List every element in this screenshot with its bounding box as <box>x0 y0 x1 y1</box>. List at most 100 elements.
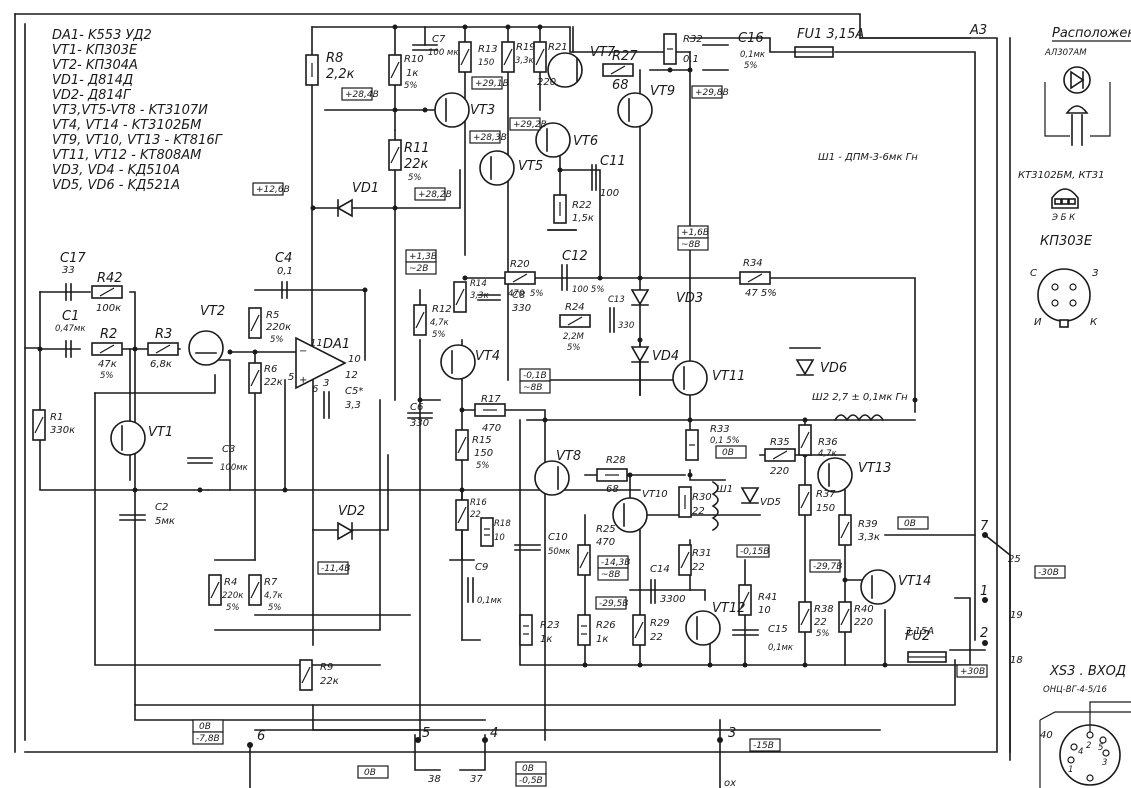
resistor-r2 <box>91 342 123 356</box>
label-text: R14 <box>470 279 487 289</box>
diode-vd3 <box>630 289 650 306</box>
label-text: VT1 <box>148 425 173 440</box>
resistor-r13 <box>458 41 472 73</box>
label-text: 5% <box>744 61 758 71</box>
label-text: R11 <box>404 141 430 156</box>
label-text: ~8В <box>523 383 542 393</box>
label-text: 470 <box>508 289 524 299</box>
label-text: R21 <box>548 42 568 53</box>
resistor-r21 <box>533 41 547 73</box>
tag-v-pin1: -30В <box>1034 565 1066 579</box>
label-text: 0В <box>522 764 534 774</box>
capacitor-c7 <box>412 44 438 51</box>
resistor-r29 <box>632 614 646 646</box>
label-text: R25 <box>596 524 616 535</box>
label-text: 220 <box>770 466 789 477</box>
capacitor-c2 <box>119 514 146 521</box>
label-text: R13 <box>478 44 498 55</box>
tag-v-r31: -0,15В <box>736 544 770 558</box>
tag-v-vt5: +28,2В <box>414 187 452 201</box>
label-text: -29,5В <box>599 599 628 609</box>
inductors <box>711 414 885 532</box>
label-text: 0,1мк <box>768 643 794 653</box>
tag-v-r13: +29,1В <box>471 76 509 90</box>
label-text: 5 <box>422 726 430 741</box>
diode-vd5 <box>740 487 760 504</box>
label-text: 68 <box>612 78 629 93</box>
resistor-r42 <box>91 285 123 299</box>
label-text: 7 <box>980 519 989 534</box>
label-text: C17 <box>60 251 86 266</box>
label-text: И <box>1034 317 1042 328</box>
label-text: R26 <box>596 620 616 631</box>
transistor-vt12 <box>685 610 721 646</box>
resistor-r36 <box>798 424 812 456</box>
label-text: R8 <box>326 51 343 66</box>
label-text: +29,8В <box>695 88 729 98</box>
tag-v-r25: -14,3В~8В <box>597 555 630 581</box>
transistor-vt4 <box>440 344 476 380</box>
label-text: 4 <box>1078 747 1083 757</box>
tag-v-c14: -29,5В <box>595 596 628 610</box>
resistor-r4 <box>208 574 222 606</box>
label-text: 1к <box>596 634 608 645</box>
tag-v-r39: 0В <box>897 516 929 530</box>
capacitor-c10 <box>514 544 541 551</box>
label-text: А3 <box>969 23 987 38</box>
label-text: +28,2В <box>418 190 452 200</box>
tag-v-vt3: +28,3В <box>469 130 507 144</box>
label-text: 47 5% <box>745 288 777 299</box>
capacitor-c8 <box>477 294 501 301</box>
resistor-r20 <box>504 271 536 285</box>
label-text: R3 <box>155 327 172 342</box>
label-text: 5% <box>408 173 422 183</box>
label-text: C13 <box>608 295 625 305</box>
label-text: 5% <box>530 289 544 299</box>
resistor-r16 <box>455 499 469 531</box>
label-text: 37 <box>470 774 483 785</box>
label-text: R1 <box>50 412 63 423</box>
legend-line: DA1- K553 УД2 <box>52 28 152 43</box>
label-text: 10 <box>758 605 771 616</box>
fet-package <box>1037 268 1091 328</box>
tag-v-pin4: 0В -0,5В <box>515 761 547 787</box>
label-text: КТ3102БМ, КТ31 <box>1018 170 1104 181</box>
component-labels: R8 2,2к R10 1к 5% R11 22к 5% C7 100 мк R… <box>50 23 987 687</box>
label-text: VT13 <box>858 461 891 476</box>
label-text: К <box>1090 317 1098 328</box>
label-text: C14 <box>650 564 670 575</box>
label-text: 18 <box>1010 655 1023 666</box>
label-text: 100 <box>600 188 619 199</box>
label-text: 330к <box>50 425 75 436</box>
label-text: 6 <box>312 384 318 395</box>
label-text: -14,3В <box>601 558 630 568</box>
label-text: 22к <box>404 157 429 172</box>
label-text: -0,5В <box>519 776 543 786</box>
label-text: 150 <box>816 503 835 514</box>
label-text: 0В <box>364 768 376 778</box>
label-text: 3,3к <box>470 291 490 301</box>
resistor-r37 <box>798 484 812 516</box>
tag-v-r10: +28,4В <box>341 87 379 101</box>
label-text: 11 <box>310 338 323 349</box>
transistor-vt7 <box>547 52 583 88</box>
label-text: 0,1мк <box>740 50 766 60</box>
transistor-package <box>1051 188 1079 209</box>
capacitor-c1 <box>65 340 72 358</box>
resistor-r33 <box>685 429 699 461</box>
label-text: 1,5к <box>572 213 594 224</box>
label-text: R4 <box>224 577 237 588</box>
resistor-r17 <box>474 403 506 417</box>
resistor-r30 <box>678 486 692 518</box>
label-text: 22 <box>814 617 827 628</box>
label-text: +29,1В <box>475 79 509 89</box>
label-text: 22 <box>692 562 705 573</box>
resistor-r34 <box>739 271 771 285</box>
label-text: 3 <box>323 378 329 389</box>
label-text: 470 <box>596 537 615 548</box>
label-text: 10 <box>494 533 505 543</box>
label-text: R15 <box>472 435 492 446</box>
label-text: 4,7к <box>264 591 284 601</box>
label-text: -11,4В <box>321 564 350 574</box>
resistor-r27 <box>602 63 634 77</box>
